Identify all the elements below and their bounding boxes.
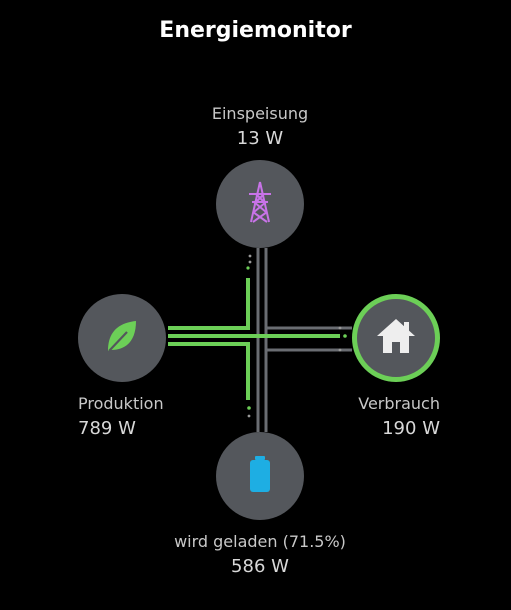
transmission-tower-icon [245, 180, 275, 228]
production-label: Produktion [78, 394, 164, 413]
battery-node[interactable] [216, 432, 304, 520]
production-node[interactable] [78, 294, 166, 382]
page-title: Energiemonitor [159, 18, 352, 43]
battery-value: 586 W [231, 556, 289, 577]
grid-value: 13 W [236, 128, 284, 149]
battery-label: wird geladen (71.5%) [174, 532, 346, 551]
house-icon [375, 317, 417, 359]
production-value: 789 W [78, 418, 136, 439]
battery-icon [248, 455, 272, 497]
grid-label: Einspeisung [211, 104, 309, 123]
grid-node[interactable] [216, 160, 304, 248]
consumption-label: Verbrauch [358, 394, 440, 413]
leaf-icon [105, 318, 139, 358]
consumption-value: 190 W [382, 418, 440, 439]
consumption-node[interactable] [352, 294, 440, 382]
